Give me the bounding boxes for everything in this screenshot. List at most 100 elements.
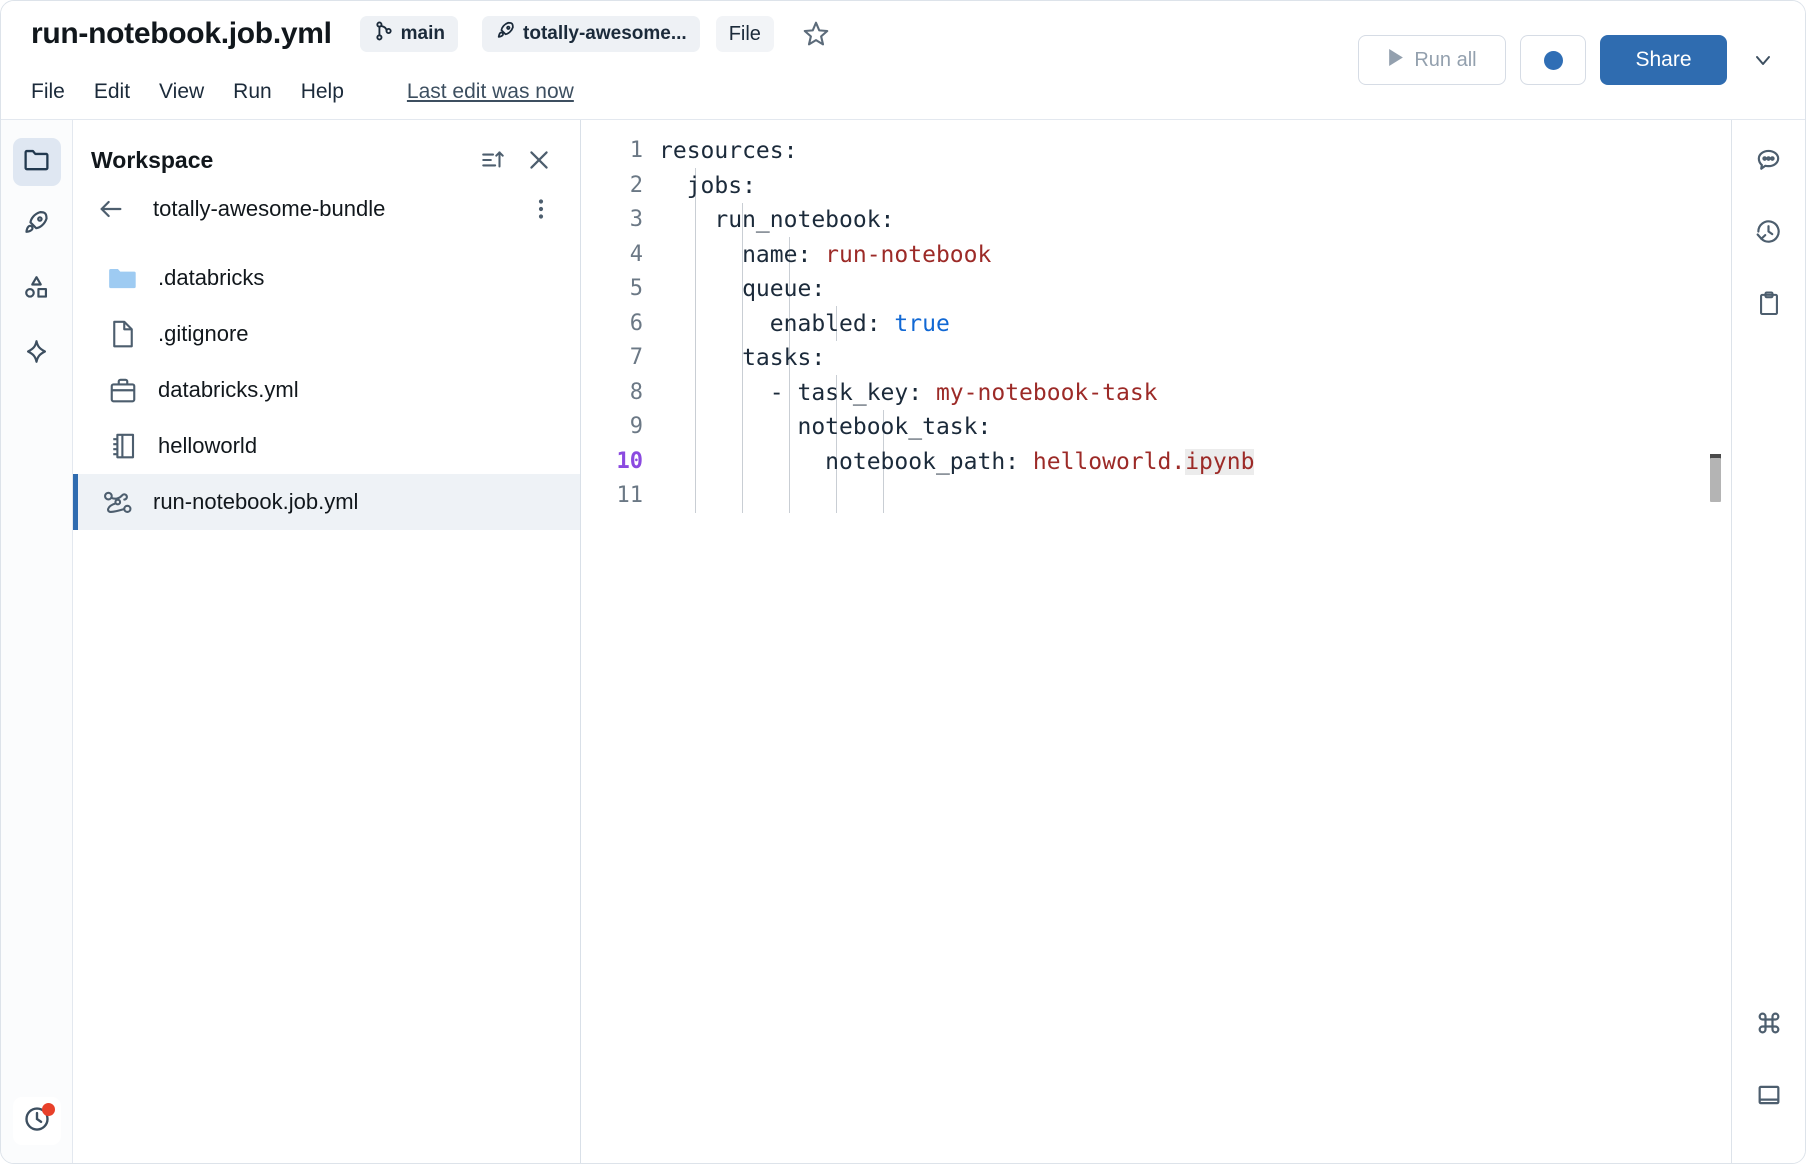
- notebook-icon: [106, 431, 140, 461]
- play-icon: [1387, 48, 1404, 73]
- pipeline-icon: [101, 487, 135, 517]
- line-number: 10: [616, 448, 644, 474]
- code-text: enabled: true: [659, 310, 950, 337]
- line-number: 1: [629, 138, 643, 163]
- app-body: Workspace: [1, 120, 1805, 1163]
- close-icon[interactable]: [520, 141, 558, 179]
- code-content[interactable]: 1 resources: 2 jobs: 3 run_notebook: 4 n…: [581, 120, 1731, 514]
- right-nav-rail: [1731, 120, 1805, 1163]
- revision-history-button[interactable]: [1745, 210, 1793, 258]
- menu-item-view[interactable]: View: [159, 80, 205, 103]
- code-line: 11: [581, 479, 1731, 514]
- run-all-label: Run all: [1414, 48, 1477, 71]
- sort-ascending-icon[interactable]: [474, 141, 512, 179]
- file-name: helloworld: [158, 433, 258, 458]
- sidebar-item-workspace[interactable]: [12, 138, 61, 186]
- app-header: run-notebook.job.yml main: [1, 1, 1805, 120]
- toggle-panel-button[interactable]: [1745, 1073, 1793, 1121]
- clock-icon: [22, 1104, 52, 1139]
- list-item[interactable]: .databricks: [73, 250, 580, 306]
- code-text: tasks:: [659, 345, 826, 371]
- share-button[interactable]: Share: [1600, 35, 1727, 85]
- menu-bar: File Edit View Run Help Last edit was no…: [1, 67, 1805, 117]
- code-text: jobs:: [659, 172, 756, 199]
- list-item[interactable]: run-notebook.job.yml: [73, 474, 580, 530]
- code-line: 8 - task_key: my-notebook-task: [581, 376, 1731, 411]
- workspace-panel: Workspace: [73, 120, 581, 1163]
- last-edit-status[interactable]: Last edit was now: [406, 80, 574, 103]
- code-text: notebook_path: helloworld.ipynb: [659, 448, 1255, 475]
- compute-status-button[interactable]: [1520, 35, 1586, 85]
- arrow-left-icon[interactable]: [91, 189, 131, 229]
- sidebar-item-recents[interactable]: [13, 1097, 61, 1145]
- sidebar-item-jobs-runs[interactable]: [13, 202, 61, 250]
- branch-chip[interactable]: main: [359, 16, 459, 52]
- code-text: run_notebook:: [659, 207, 895, 233]
- left-rail-bottom: [13, 1097, 61, 1145]
- menu-item-help[interactable]: Help: [300, 80, 344, 103]
- code-text: name: run-notebook: [659, 241, 992, 268]
- file-chip[interactable]: File: [715, 16, 774, 52]
- left-nav-rail: [1, 120, 73, 1163]
- code-text: - task_key: my-notebook-task: [659, 379, 1158, 406]
- clipboard-icon: [1755, 289, 1783, 323]
- command-icon: [1755, 1009, 1783, 1042]
- bundle-chip[interactable]: totally-awesome...: [482, 16, 700, 52]
- code-line: 1 resources:: [581, 134, 1731, 169]
- sidebar-item-assistant[interactable]: [13, 330, 61, 378]
- file-name: databricks.yml: [158, 377, 299, 402]
- right-rail-bottom: [1745, 1001, 1793, 1145]
- page-title: run-notebook.job.yml: [31, 17, 332, 50]
- file-name: run-notebook.job.yml: [153, 489, 359, 514]
- run-all-button[interactable]: Run all: [1358, 35, 1506, 85]
- line-number: 2: [629, 172, 643, 198]
- chevron-down-icon[interactable]: [1745, 40, 1781, 80]
- menu-item-run[interactable]: Run: [233, 80, 272, 103]
- history-icon: [1754, 217, 1783, 251]
- line-number: 4: [629, 241, 643, 267]
- line-number: 5: [629, 276, 643, 301]
- code-line: 9 notebook_task:: [581, 410, 1731, 445]
- more-vertical-icon[interactable]: [524, 190, 558, 228]
- breadcrumb-label: totally-awesome-bundle: [153, 196, 386, 221]
- line-number: 6: [629, 310, 643, 336]
- line-number: 8: [629, 379, 643, 405]
- scrollbar-cap: [1710, 454, 1721, 460]
- file-icon: [106, 319, 140, 349]
- list-item[interactable]: helloworld: [73, 418, 580, 474]
- code-line: 5 queue:: [581, 272, 1731, 307]
- sidebar-item-catalog[interactable]: [13, 266, 61, 314]
- header-title-row: run-notebook.job.yml main: [1, 1, 1805, 85]
- code-line: 3 run_notebook:: [581, 203, 1731, 238]
- status-dot-icon: [1543, 50, 1563, 70]
- menu-item-edit[interactable]: Edit: [93, 80, 131, 103]
- code-text: resources:: [659, 138, 798, 164]
- rocket-icon: [22, 209, 51, 243]
- clipboard-button[interactable]: [1745, 282, 1793, 330]
- shapes-icon: [22, 273, 51, 307]
- code-line: 2 jobs:: [581, 169, 1731, 204]
- shortcuts-button[interactable]: [1745, 1001, 1793, 1049]
- list-item[interactable]: .gitignore: [73, 306, 580, 362]
- comments-button[interactable]: [1745, 138, 1793, 186]
- breadcrumb: totally-awesome-bundle: [73, 180, 580, 238]
- code-line: 7 tasks:: [581, 341, 1731, 376]
- folder-filled-icon: [106, 263, 140, 293]
- list-item[interactable]: databricks.yml: [73, 362, 580, 418]
- line-number: 11: [616, 483, 644, 508]
- briefcase-icon: [106, 375, 140, 405]
- branch-chip-label: main: [400, 23, 446, 44]
- code-editor[interactable]: 1 resources: 2 jobs: 3 run_notebook: 4 n…: [581, 120, 1731, 1163]
- menu-item-file[interactable]: File: [31, 80, 65, 103]
- workspace-panel-header: Workspace: [73, 120, 580, 180]
- line-number: 3: [629, 207, 643, 232]
- header-actions: Run all Share: [1358, 35, 1781, 85]
- comment-icon: [1754, 145, 1783, 179]
- folder-icon: [22, 145, 51, 179]
- file-list: .databricks .gitignore: [73, 238, 580, 530]
- sparkle-icon: [22, 337, 51, 371]
- star-icon[interactable]: [798, 16, 834, 52]
- editor-scrollbar[interactable]: [1710, 458, 1721, 502]
- git-branch-icon: [373, 20, 395, 48]
